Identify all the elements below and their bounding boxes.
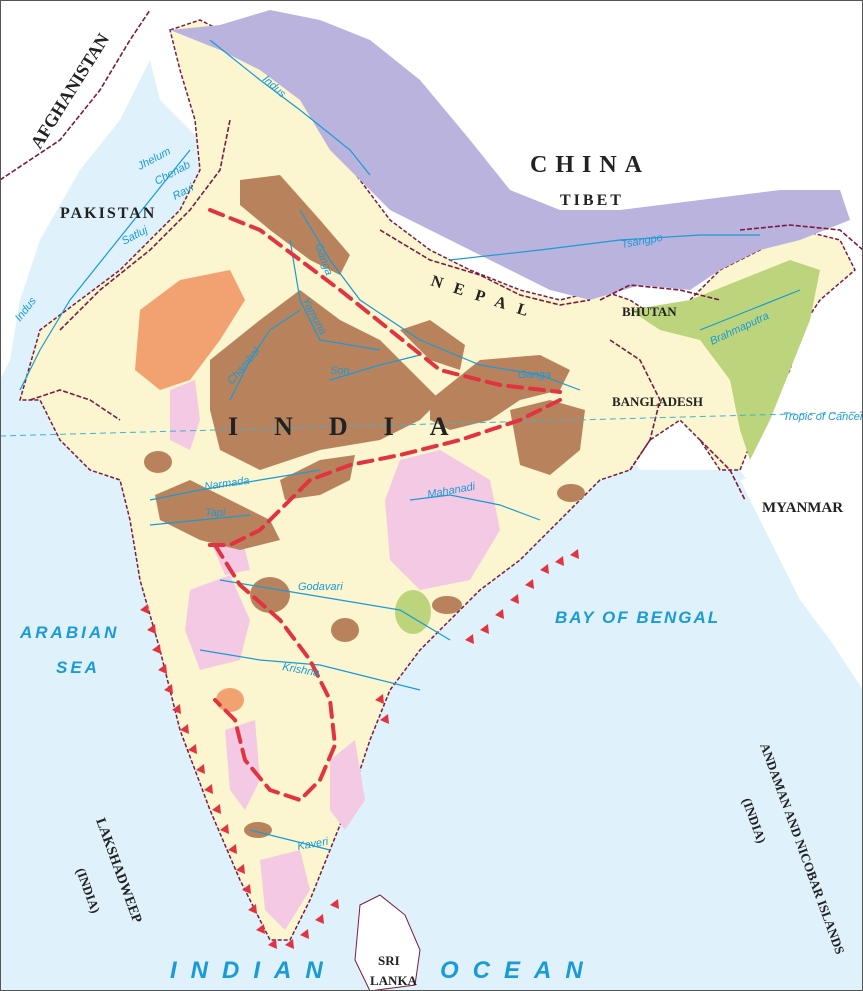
- river-tapi: [149, 514, 251, 526]
- myanmar-land: [740, 460, 863, 690]
- pink-zone-1: [170, 380, 200, 450]
- pink-zone-2: [385, 450, 500, 590]
- himalaya-zone: [170, 10, 850, 300]
- brown-zone-south2: [432, 596, 462, 614]
- river-brahmaputra: [699, 289, 801, 331]
- label-china: CHINA: [530, 152, 650, 178]
- label-river-ganga-lower: Ganga: [518, 369, 551, 381]
- orange-zone-west: [135, 270, 245, 390]
- label-sri-lanka-1: SRI: [378, 953, 400, 968]
- river-narmada: [149, 469, 321, 501]
- label-river-tapi: Tapi: [205, 507, 226, 519]
- brown-zone-south1: [331, 618, 359, 642]
- river-son: [329, 354, 421, 381]
- label-bhutan: BHUTAN: [622, 304, 677, 319]
- brown-zone-east4: [557, 484, 585, 502]
- river-godavari: [219, 579, 451, 641]
- river-ganga: [299, 209, 581, 391]
- label-tropic-of-cancer: Tropic of Cancer: [783, 411, 863, 423]
- country-boundaries: [0, 9, 863, 501]
- label-river-godavari: Godavari: [298, 581, 343, 593]
- river-chambal: [229, 309, 301, 401]
- sri-lanka: [354, 894, 421, 991]
- label-myanmar: MYANMAR: [762, 500, 843, 516]
- tropic-of-cancer-line: [0, 411, 863, 437]
- brown-zone-north: [240, 175, 350, 275]
- label-bay-of-bengal: BAY OF BENGAL: [555, 608, 720, 627]
- pink-zone-3: [185, 575, 250, 670]
- river-indus: [209, 39, 371, 176]
- label-india: INDIA: [228, 412, 485, 441]
- brown-zone-south3: [244, 822, 272, 838]
- label-pakistan: PAKISTAN: [60, 205, 156, 222]
- green-zone-ne: [630, 260, 820, 460]
- label-sea: SEA: [56, 658, 100, 677]
- orange-zone-south: [216, 688, 244, 712]
- brown-zone-east3: [510, 400, 585, 475]
- label-indian: INDIAN: [170, 957, 337, 984]
- river-tsangpo: [449, 234, 760, 261]
- label-river-son: Son: [330, 365, 350, 377]
- red-dashed-lines: [203, 208, 562, 803]
- green-zone-central: [395, 590, 431, 634]
- label-arabian: ARABIAN: [19, 623, 119, 642]
- coast-triangles: [140, 549, 579, 949]
- brown-zone-tapi: [155, 480, 280, 550]
- pink-zone-6: [260, 850, 310, 930]
- label-tibet: TIBET: [560, 192, 624, 209]
- brown-zone-west-small: [144, 451, 172, 473]
- rivers: [19, 39, 801, 851]
- label-river-kaveri: Kaveri: [296, 836, 329, 853]
- river-yamuna: [289, 239, 381, 351]
- brown-zone-godavari: [250, 577, 290, 613]
- label-ocean: OCEAN: [440, 957, 597, 984]
- river-krishna: [199, 649, 421, 691]
- pink-zone-4: [225, 720, 260, 810]
- pink-zone-5: [330, 740, 365, 830]
- river-indus-lower: [19, 149, 191, 391]
- label-sri-lanka-2: LANKA: [370, 973, 418, 988]
- label-bangladesh: BANGLADESH: [612, 394, 703, 409]
- river-kaveri: [249, 829, 331, 851]
- river-mahanadi: [409, 494, 541, 521]
